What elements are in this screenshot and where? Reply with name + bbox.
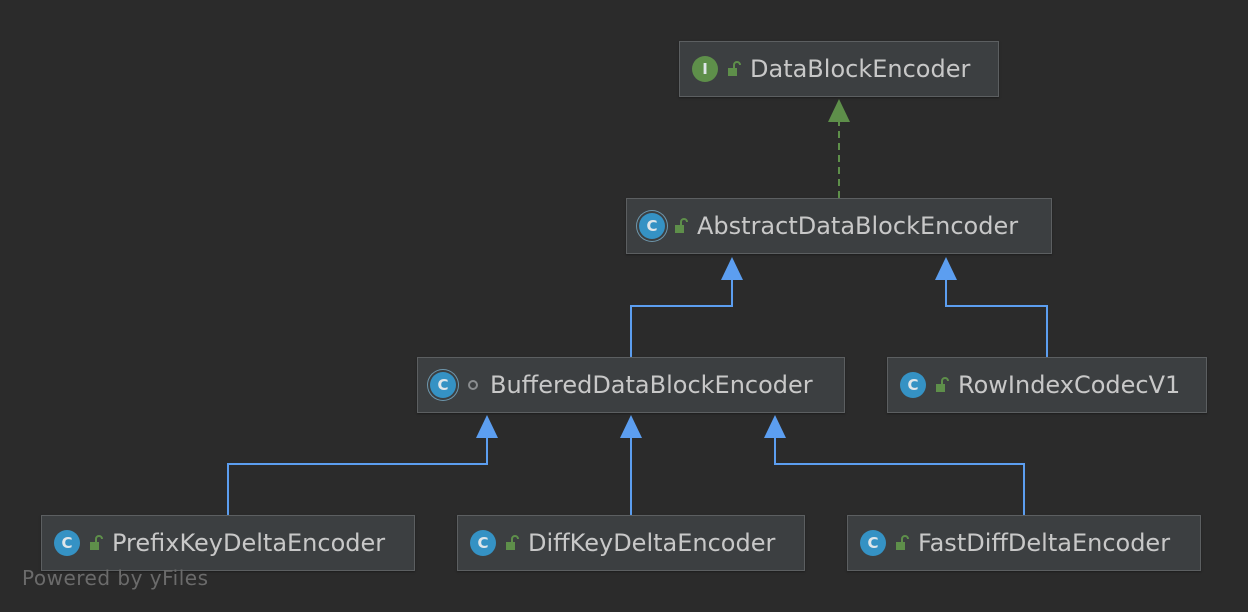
node-row-index-codec-v1[interactable]: C RowIndexCodecV1 — [887, 357, 1207, 413]
interface-icon: I — [692, 56, 718, 82]
node-label: AbstractDataBlockEncoder — [697, 212, 1019, 240]
abstract-class-icon: C — [639, 213, 665, 239]
node-label: BufferedDataBlockEncoder — [490, 371, 813, 399]
public-lock-icon — [90, 535, 103, 550]
class-icon: C — [900, 372, 926, 398]
node-data-block-encoder[interactable]: I DataBlockEncoder — [679, 41, 999, 97]
public-lock-icon — [675, 218, 688, 233]
class-icon: C — [860, 530, 886, 556]
edge-abstract-implements-datablockencoder — [828, 99, 850, 198]
edge-prefixkey-extends-buffered — [227, 415, 498, 515]
watermark: Powered by yFiles — [22, 566, 209, 590]
node-abstract-data-block-encoder[interactable]: C AbstractDataBlockEncoder — [626, 198, 1052, 254]
node-label: DiffKeyDeltaEncoder — [528, 529, 776, 557]
abstract-class-icon: C — [430, 372, 456, 398]
edge-fastdiff-extends-buffered — [764, 415, 1025, 515]
edge-rowindex-extends-abstract — [935, 257, 1048, 357]
node-label: FastDiffDeltaEncoder — [918, 529, 1171, 557]
public-lock-icon — [936, 377, 949, 392]
node-diff-key-delta-encoder[interactable]: C DiffKeyDeltaEncoder — [457, 515, 805, 571]
node-prefix-key-delta-encoder[interactable]: C PrefixKeyDeltaEncoder — [41, 515, 415, 571]
node-label: DataBlockEncoder — [750, 55, 971, 83]
public-lock-icon — [728, 61, 741, 76]
node-label: PrefixKeyDeltaEncoder — [112, 529, 386, 557]
edge-buffered-extends-abstract — [630, 257, 743, 357]
class-icon: C — [470, 530, 496, 556]
public-lock-icon — [896, 535, 909, 550]
class-icon: C — [54, 530, 80, 556]
node-fast-diff-delta-encoder[interactable]: C FastDiffDeltaEncoder — [847, 515, 1201, 571]
node-buffered-data-block-encoder[interactable]: C BufferedDataBlockEncoder — [417, 357, 845, 413]
node-label: RowIndexCodecV1 — [958, 371, 1181, 399]
public-lock-icon — [506, 535, 519, 550]
package-private-dot-icon — [468, 380, 478, 390]
edge-diffkey-extends-buffered — [620, 415, 642, 515]
